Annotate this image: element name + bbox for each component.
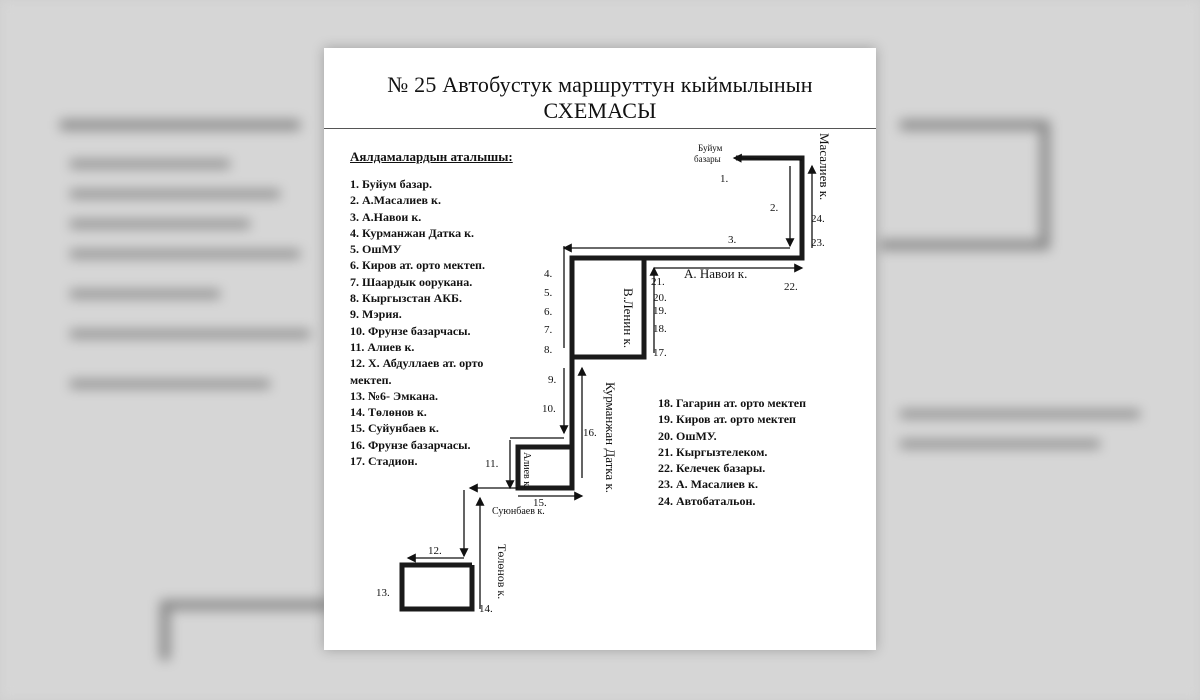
stop-list-item: 1. Буйум базар. xyxy=(350,177,433,191)
stop-number: 17. xyxy=(653,347,667,359)
stop-list-item: 3. А.Навои к. xyxy=(350,209,422,224)
background-shape xyxy=(70,190,280,198)
background-shape xyxy=(70,220,250,228)
route-scheme-document: № 25 Автобустук маршруттун кыймылынын СХ… xyxy=(324,48,876,650)
stop-number: 9. xyxy=(548,374,557,386)
route-map: Буйум базары Масалиев к. А. Навои к. В.Л… xyxy=(376,133,832,615)
background-shape xyxy=(70,380,270,388)
background-shape xyxy=(70,250,300,258)
stop-list-item: 9. Мэрия. xyxy=(350,307,402,322)
stop-list-item: 16. Фрунзе базарчасы. xyxy=(350,437,471,452)
stop-list-item: 7. Шаардык оорукана. xyxy=(350,274,473,289)
route-line xyxy=(399,562,475,612)
stop-list-item: 24. Автобатальон. xyxy=(658,493,756,508)
background-shape xyxy=(880,240,1050,250)
street-label-kurmanjan: Курманжан Датка к. xyxy=(603,382,618,493)
stop-list-item: 6. Киров ат. орто мектеп. xyxy=(350,258,485,273)
street-label-buyum: Буйум xyxy=(698,143,723,153)
stop-number: 12. xyxy=(428,545,442,557)
background-shape xyxy=(900,120,1050,130)
stop-number: 7. xyxy=(544,324,553,336)
page-title: № 25 Автобустук маршруттун кыймылынын xyxy=(387,72,813,97)
stop-number: 13. xyxy=(376,587,390,599)
stops-list-left: 1. Буйум базар. 2. А.Масалиев к. 3. А.На… xyxy=(350,176,520,469)
stop-number: 14. xyxy=(479,603,493,615)
stop-number: 19. xyxy=(653,305,667,317)
stop-number: 20. xyxy=(653,292,667,304)
stop-list-item: 23. А. Масалиев к. xyxy=(658,477,758,492)
stops-list-right: 18. Гагарин ат. орто мектеп 19. Киров ат… xyxy=(658,395,868,509)
stop-number: 18. xyxy=(653,323,667,335)
stop-list-item: 11. Алиев к. xyxy=(350,339,415,354)
stop-number: 15. xyxy=(533,497,547,509)
background-shape xyxy=(900,410,1140,418)
background-shape xyxy=(70,160,230,168)
direction-arrow xyxy=(732,153,803,163)
route-line xyxy=(569,155,805,360)
stop-number: 23. xyxy=(811,237,825,249)
stop-number: 22. xyxy=(784,281,798,293)
stop-number: 11. xyxy=(485,458,499,470)
stop-number: 6. xyxy=(544,306,553,318)
stop-list-item: 2. А.Масалиев к. xyxy=(350,193,441,208)
stop-number: 10. xyxy=(542,403,556,415)
stop-number: 5. xyxy=(544,287,553,299)
background-shape xyxy=(60,120,300,130)
stop-number: 3. xyxy=(728,234,737,246)
stop-list-item: 18. Гагарин ат. орто мектеп xyxy=(658,396,807,410)
street-label-masaliev: Масалиев к. xyxy=(817,133,832,200)
background-shape xyxy=(160,600,330,610)
page-subtitle: СХЕМАСЫ xyxy=(543,98,657,123)
background-shape xyxy=(70,290,220,298)
background-shape xyxy=(900,440,1100,448)
street-label-lenin: В.Ленин к. xyxy=(621,288,636,348)
stop-number: 8. xyxy=(544,344,553,356)
stop-list-item: 17. Стадион. xyxy=(350,454,418,469)
stop-list-item: 20. ОшМУ. xyxy=(658,428,717,443)
street-label-buyum: базары xyxy=(694,154,721,164)
background-shape xyxy=(1040,120,1050,250)
stop-number: 16. xyxy=(583,427,597,439)
street-label-tolonov: Төлөнов к. xyxy=(495,544,509,599)
stop-list-item: 21. Кыргызтелеком. xyxy=(658,444,768,459)
stop-list-item: 4. Курманжан Датка к. xyxy=(350,225,475,240)
stop-list-item: мектеп. xyxy=(350,372,392,387)
background-shape xyxy=(70,330,310,338)
stop-number: 2. xyxy=(770,202,779,214)
stop-list-item: 14. Төлөнов к. xyxy=(350,405,427,420)
stops-legend-heading: Аялдамалардын аталышы: xyxy=(350,149,513,164)
stop-list-item: 13. №6- Эмкана. xyxy=(350,388,439,403)
background-shape xyxy=(160,600,170,660)
stop-list-item: 8. Кыргызстан АКБ. xyxy=(350,291,462,306)
stop-number: 24. xyxy=(811,213,825,225)
stop-list-item: 5. ОшМУ xyxy=(350,242,402,257)
street-label-aliev: Алиев к. xyxy=(521,452,532,489)
stop-list-item: 19. Киров ат. орто мектеп xyxy=(658,412,796,427)
stop-list-item: 22. Келечек базары. xyxy=(658,461,766,476)
stop-number: 1. xyxy=(720,173,729,185)
stop-list-item: 15. Суйунбаев к. xyxy=(350,421,439,436)
street-label-navoi: А. Навои к. xyxy=(684,266,747,281)
stop-list-item: 12. Х. Абдуллаев ат. орто xyxy=(350,356,484,371)
stop-number: 21. xyxy=(651,276,665,288)
title-divider xyxy=(324,128,876,129)
street-label-suyunbaev: Суюнбаев к. xyxy=(492,506,545,517)
stop-list-item: 10. Фрунзе базарчасы. xyxy=(350,323,471,338)
stop-number: 4. xyxy=(544,268,553,280)
